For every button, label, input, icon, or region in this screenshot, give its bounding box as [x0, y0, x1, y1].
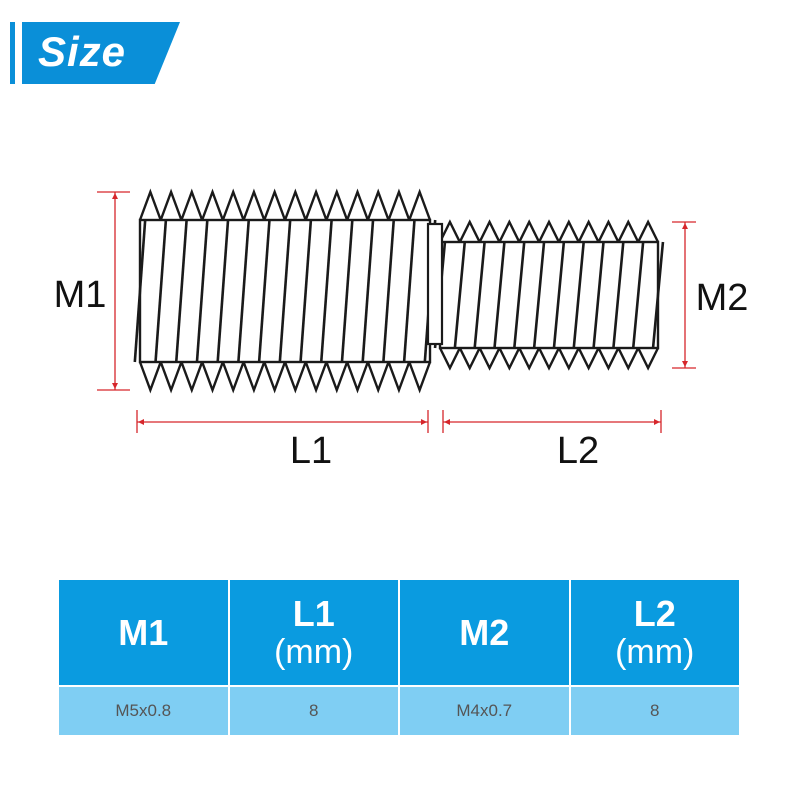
- dimension-lines: [97, 191, 696, 433]
- value-l2: 8: [570, 687, 739, 735]
- threaded-adapter-screw: [133, 188, 665, 394]
- l2-label: L2: [557, 430, 599, 472]
- value-l1: 8: [229, 687, 398, 735]
- thread-line: [532, 241, 546, 349]
- screw-neck: [426, 222, 444, 346]
- thread-line: [402, 219, 416, 363]
- thread-line: [237, 219, 251, 363]
- size-banner: [22, 22, 180, 84]
- thread-crest-top: [138, 188, 432, 224]
- m1-label: M1: [54, 274, 107, 316]
- thread-crest-top: [438, 219, 660, 245]
- thread-line: [278, 219, 292, 363]
- value-m2: M4x0.7: [400, 687, 569, 735]
- header-l2: L2(mm): [570, 580, 739, 685]
- thread-line: [612, 241, 625, 349]
- large-thread-section: [133, 188, 437, 394]
- thread-line: [340, 219, 354, 363]
- thread-core: [438, 240, 660, 350]
- thread-line: [361, 219, 375, 363]
- value-m1: M5x0.8: [59, 687, 228, 735]
- thread-crest-bottom: [138, 358, 432, 394]
- thread-line: [651, 241, 665, 349]
- header-m1: M1: [59, 580, 228, 685]
- m1-arrow-bottom: [112, 383, 118, 389]
- table-row: M5x0.8 8 M4x0.7 8: [59, 687, 739, 735]
- thread-line: [257, 219, 271, 363]
- table-header-row: M1 L1(mm) M2 L2(mm): [59, 580, 739, 685]
- header-l1: L1(mm): [229, 580, 398, 685]
- thread-line: [174, 219, 188, 363]
- m2-label: M2: [696, 277, 749, 319]
- m1-arrow-top: [112, 193, 118, 199]
- thread-line: [154, 219, 168, 363]
- header-m2: M2: [400, 580, 569, 685]
- thread-line: [572, 241, 585, 349]
- thread-line: [382, 219, 396, 363]
- thread-line: [631, 241, 645, 349]
- banner-accent-bar: [10, 22, 15, 84]
- screw-diagram: M1 M2 L1 L2: [54, 188, 749, 472]
- thread-crest-bottom: [438, 345, 660, 371]
- l1-arrow-left: [138, 419, 144, 425]
- thread-line: [552, 241, 566, 349]
- thread-line: [513, 241, 526, 349]
- size-table: M1 L1(mm) M2 L2(mm) M5x0.8 8 M4x0.7 8: [57, 578, 741, 737]
- m2-arrow-top: [682, 223, 688, 229]
- thread-line: [493, 241, 506, 349]
- thread-line: [592, 241, 605, 349]
- thread-line: [319, 219, 333, 363]
- l1-label: L1: [290, 430, 332, 472]
- l1-arrow-right: [421, 419, 427, 425]
- thread-line: [299, 219, 313, 363]
- l2-arrow-left: [444, 419, 450, 425]
- thread-line: [133, 219, 147, 363]
- thread-line: [453, 241, 467, 349]
- size-title: Size: [38, 28, 127, 75]
- thread-line: [195, 219, 209, 363]
- thread-line: [473, 241, 486, 349]
- l2-arrow-right: [654, 419, 660, 425]
- thread-line: [216, 219, 230, 363]
- small-thread-section: [433, 219, 665, 371]
- m2-arrow-bottom: [682, 361, 688, 367]
